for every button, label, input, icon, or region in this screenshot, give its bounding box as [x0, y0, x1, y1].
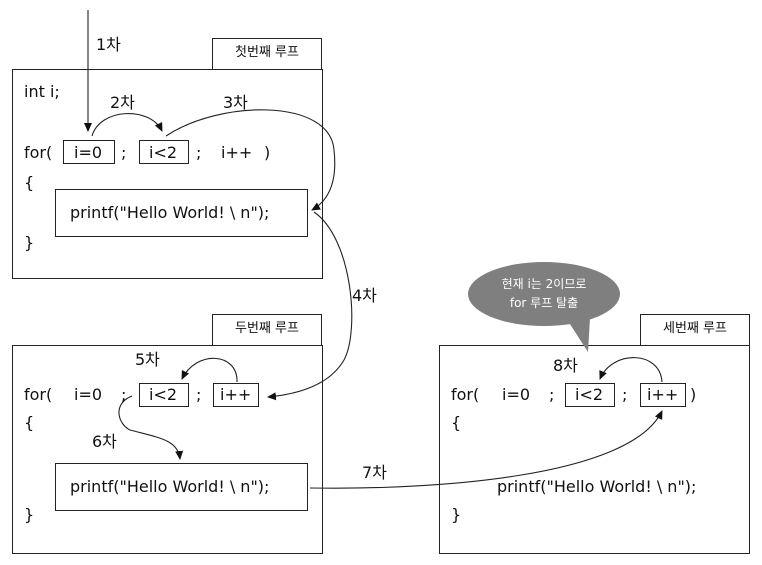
- step-label-2: 2차: [110, 93, 135, 112]
- first-loop-tab: 첫번째 루프: [212, 38, 322, 70]
- third-init: i=0: [502, 385, 531, 404]
- first-body: printf("Hello World! \ n");: [70, 203, 270, 222]
- third-for-close: ): [690, 385, 697, 404]
- third-brace-open: {: [451, 413, 462, 432]
- step-label-5: 5차: [135, 350, 160, 369]
- third-loop-tab-label: 세번째 루프: [663, 321, 727, 336]
- step-label-6: 6차: [92, 432, 117, 451]
- first-loop-tab-label: 첫번째 루프: [235, 45, 299, 60]
- third-loop-tab: 세번째 루프: [640, 314, 750, 346]
- second-incr: i++: [220, 385, 252, 404]
- second-loop-tab-label: 두번째 루프: [235, 321, 299, 336]
- second-incr-box: [213, 383, 259, 407]
- first-for-close: ): [264, 143, 271, 162]
- third-semi1: ;: [549, 385, 555, 404]
- callout-bubble: 현재 i는 2이므로 for 루프 탈출: [468, 262, 620, 326]
- first-incr: i++: [221, 143, 253, 162]
- first-cond: i<2: [149, 143, 178, 162]
- callout-line1: 현재 i는 2이므로: [501, 277, 587, 291]
- third-loop-panel: [439, 345, 750, 554]
- third-body: printf("Hello World! \ n");: [497, 477, 697, 496]
- first-for-open: for(: [24, 143, 53, 162]
- first-decl: int i;: [24, 82, 60, 101]
- second-semi2: ;: [196, 385, 202, 404]
- second-brace-close: }: [24, 505, 35, 524]
- second-loop-panel: [12, 345, 323, 554]
- third-semi2: ;: [622, 385, 628, 404]
- third-cond-box: [565, 383, 615, 407]
- third-for-open: for(: [451, 385, 480, 404]
- second-loop-tab: 두번째 루프: [212, 314, 322, 346]
- step-label-4: 4차: [352, 286, 377, 305]
- step-label-1: 1차: [96, 35, 121, 54]
- second-for-open: for(: [24, 385, 53, 404]
- second-body: printf("Hello World! \ n");: [70, 477, 270, 496]
- second-cond: i<2: [149, 385, 178, 404]
- first-brace-close: }: [24, 233, 35, 252]
- first-semi1: ;: [121, 143, 127, 162]
- third-cond: i<2: [575, 385, 604, 404]
- first-init: i=0: [74, 143, 103, 162]
- second-init: i=0: [74, 385, 103, 404]
- second-brace-open: {: [24, 413, 35, 432]
- second-semi1: ;: [121, 385, 127, 404]
- third-incr-box: [640, 383, 686, 407]
- callout-line2: for 루프 탈출: [509, 296, 579, 310]
- first-semi2: ;: [196, 143, 202, 162]
- first-brace-open: {: [24, 173, 35, 192]
- second-body-box: [55, 463, 308, 511]
- third-brace-close: }: [451, 505, 462, 524]
- first-init-box: [63, 140, 115, 164]
- third-incr: i++: [647, 385, 679, 404]
- step-label-3: 3차: [223, 93, 248, 112]
- step-label-8: 8차: [553, 356, 578, 375]
- step-label-7: 7차: [362, 463, 387, 482]
